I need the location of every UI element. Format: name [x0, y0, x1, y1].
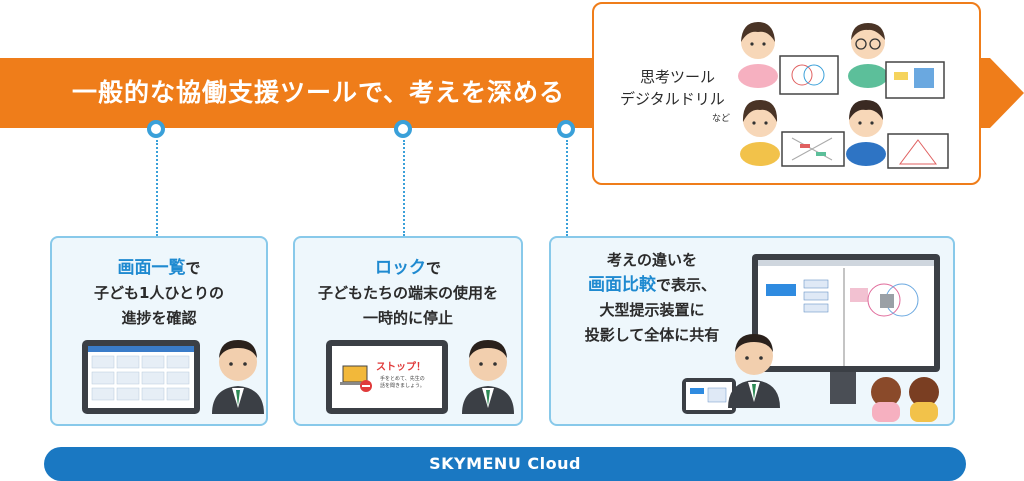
- connector-node-3: [557, 120, 575, 138]
- large-display: [752, 254, 940, 404]
- tools-label-thinking: 思考ツール: [640, 68, 716, 86]
- stop-body-2: 話を聞きましょう。: [380, 383, 425, 389]
- teacher-avatar-3: [728, 334, 780, 408]
- lock-screen: ストップ！ 手をとめて、先生の 話を聞きましょう。: [332, 346, 442, 408]
- card-2-text: ロックで 子どもたちの端末の使用を 一時的に停止: [293, 256, 523, 331]
- card-3-suffix: で表示、: [655, 276, 716, 294]
- tablet-compare-screen: [686, 382, 732, 410]
- card-2-line2: 子どもたちの端末の使用を: [317, 284, 498, 302]
- card-3-line1: 考えの違いを: [606, 251, 697, 269]
- card-3-text: 考えの違いを 画面比較で表示、 大型提示装置に 投影して全体に共有: [552, 248, 752, 348]
- thumbnail-grid: [88, 346, 194, 408]
- card-3-line4: 投影して全体に共有: [584, 326, 720, 344]
- card-1-highlight: 画面一覧: [117, 258, 186, 278]
- tools-label-etc: など: [712, 114, 731, 124]
- connector-node-2: [394, 120, 412, 138]
- card-2-line3: 一時的に停止: [362, 309, 453, 327]
- stop-title: ストップ！: [376, 362, 426, 373]
- diagram-screen: [887, 133, 949, 169]
- card-1-text: 画面一覧で 子ども1人ひとりの 進捗を確認: [50, 256, 268, 331]
- card-2-suffix: で: [425, 259, 441, 277]
- teacher-avatar-1: [212, 340, 264, 414]
- card-2-highlight: ロック: [374, 258, 426, 278]
- tablet-screen-list: [82, 340, 200, 414]
- card-1-line3: 進捗を確認: [121, 309, 197, 327]
- teacher-avatar-2: [462, 340, 514, 414]
- students-watching-illustration: [871, 377, 939, 422]
- laptop-stop-icon: [340, 365, 372, 392]
- banner-title: 一般的な協働支援ツールで、考えを深める: [72, 78, 566, 107]
- connector-line-2: [403, 140, 405, 236]
- child-avatar: [846, 100, 886, 166]
- tablet-locked: ストップ！ 手をとめて、先生の 話を聞きましょう。: [326, 340, 448, 414]
- connector-line-1: [156, 140, 158, 236]
- child-avatar: [848, 23, 888, 88]
- child-avatar: [740, 100, 780, 166]
- diagram-screen: [779, 55, 839, 95]
- connector-line-3: [566, 140, 568, 236]
- connector-node-1: [147, 120, 165, 138]
- tools-label-drill: デジタルドリル: [620, 90, 725, 108]
- skymenu-cloud-bar: SKYMENU Cloud: [44, 447, 966, 481]
- children-using-tools-illustration: [738, 22, 949, 169]
- card-1-line2: 子ども1人ひとりの: [94, 284, 224, 302]
- card-1-suffix: で: [185, 259, 201, 277]
- card-3-line3: 大型提示装置に: [599, 301, 705, 319]
- stop-body-1: 手をとめて、先生の: [380, 376, 425, 382]
- tablet-compare: [682, 378, 736, 414]
- child-avatar: [738, 22, 778, 88]
- card-3-highlight: 画面比較: [587, 275, 656, 295]
